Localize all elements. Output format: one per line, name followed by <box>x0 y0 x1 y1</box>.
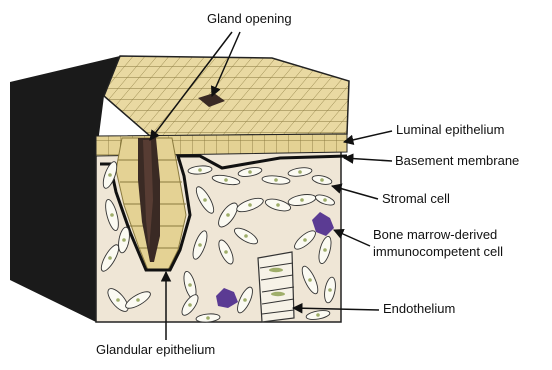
stromal-cell-nucleus <box>188 303 192 307</box>
stromal-cell-nucleus <box>308 278 312 282</box>
stromal-cell-nucleus <box>136 298 140 302</box>
stromal-cell-nucleus <box>248 203 252 207</box>
stromal-cell-nucleus <box>274 178 278 182</box>
stromal-cell-nucleus <box>323 198 327 202</box>
stromal-cell-nucleus <box>276 203 280 207</box>
stromal-cell-nucleus <box>108 256 112 260</box>
stromal-cell-nucleus <box>203 198 207 202</box>
stromal-cell-nucleus <box>198 243 202 247</box>
label-glandular-epithelium: Glandular epithelium <box>96 342 215 357</box>
stromal-cell-nucleus <box>188 283 192 287</box>
blood-vessel <box>258 252 294 322</box>
stromal-cell-nucleus <box>248 170 252 174</box>
stromal-cell-nucleus <box>224 250 228 254</box>
stromal-cell-nucleus <box>243 298 247 302</box>
stromal-cell-nucleus <box>303 238 307 242</box>
stromal-cell-nucleus <box>108 173 112 177</box>
label-basement-membrane: Basement membrane <box>395 153 519 168</box>
label-gland-opening: Gland opening <box>207 11 292 26</box>
stromal-cell-nucleus <box>110 213 114 217</box>
stromal-cell-nucleus <box>320 178 324 182</box>
stromal-cell-nucleus <box>206 316 210 320</box>
stromal-cell-nucleus <box>316 313 320 317</box>
stromal-cell-nucleus <box>226 213 230 217</box>
arrow-basement-membrane <box>344 158 392 161</box>
stromal-cell-nucleus <box>323 248 327 252</box>
stromal-cell-nucleus <box>198 168 202 172</box>
stromal-cell-nucleus <box>300 198 304 202</box>
label-stromal-cell: Stromal cell <box>382 191 450 206</box>
label-bone-marrow-line2: immunocompetent cell <box>373 244 503 259</box>
stromal-cell-nucleus <box>224 178 228 182</box>
stromal-cell-nucleus <box>328 288 332 292</box>
stromal-cell-nucleus <box>298 170 302 174</box>
luminal-epithelium-top <box>104 56 349 136</box>
label-endothelium: Endothelium <box>383 301 455 316</box>
label-luminal-epithelium: Luminal epithelium <box>396 122 504 137</box>
stromal-cell-nucleus <box>122 238 126 242</box>
stromal-cell-nucleus <box>244 234 248 238</box>
arrow-luminal-epithelium <box>344 131 392 142</box>
stromal-cell-nucleus <box>116 298 120 302</box>
label-bone-marrow-line1: Bone marrow-derived <box>373 227 497 242</box>
